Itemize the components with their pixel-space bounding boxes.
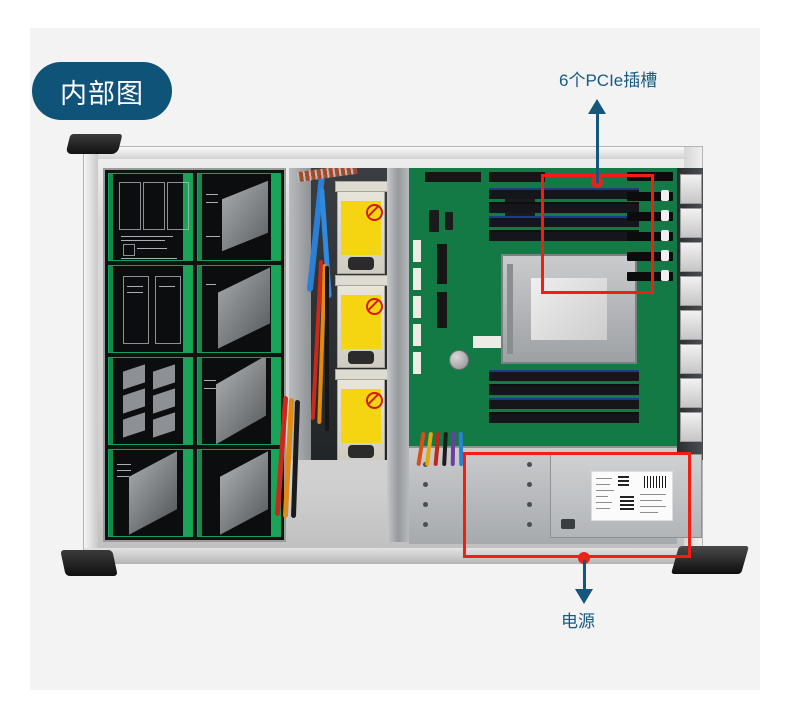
service-instruction-label-plate (103, 168, 286, 542)
chassis-rail (289, 168, 311, 460)
label-cell (196, 265, 281, 353)
label-cell (196, 173, 281, 261)
power-supply-module (550, 454, 702, 538)
cmos-battery (449, 350, 469, 370)
label-cell (196, 357, 281, 445)
rear-pcie-bracket-column (677, 168, 703, 460)
cable-black (325, 266, 329, 431)
fan-and-cable-bay (289, 168, 387, 460)
psu-callout-marker (578, 552, 590, 564)
label-cell (108, 357, 193, 445)
rack-handle-top-left (65, 134, 123, 154)
power-cable (450, 431, 456, 467)
psu-label (591, 471, 673, 521)
fan-module (335, 275, 387, 368)
chassis-mid-divider (387, 168, 409, 542)
cable-ribbon (296, 168, 358, 183)
label-plate-grid (108, 173, 281, 537)
psu-callout-line (583, 560, 586, 594)
label-cell (108, 173, 193, 261)
pcie-highlight-box (541, 174, 654, 294)
pcie-callout-label: 6个PCIe插槽 (559, 71, 658, 90)
psu-handle-latch (561, 519, 575, 529)
psu-callout-label: 电源 (561, 612, 595, 631)
chassis-left-edge (84, 147, 98, 563)
label-cell (108, 265, 193, 353)
chassis-bottom-edge (84, 548, 702, 563)
pcie-callout-arrowhead (588, 99, 606, 114)
label-cell (108, 449, 193, 537)
label-cell (196, 449, 281, 537)
fan-module (335, 369, 387, 460)
cpu-socket (501, 254, 637, 364)
rack-handle-bottom-left (60, 550, 118, 576)
chassis-top-edge (84, 147, 702, 159)
pcie-callout-line (596, 113, 599, 183)
psu-highlight-box (463, 452, 691, 558)
server-motherboard (409, 168, 677, 448)
psu-callout-arrowhead (575, 589, 593, 604)
server-chassis-photo (60, 134, 750, 576)
fan-module (335, 181, 387, 274)
section-badge: 内部图 (32, 62, 172, 120)
section-badge-label: 内部图 (60, 78, 144, 109)
